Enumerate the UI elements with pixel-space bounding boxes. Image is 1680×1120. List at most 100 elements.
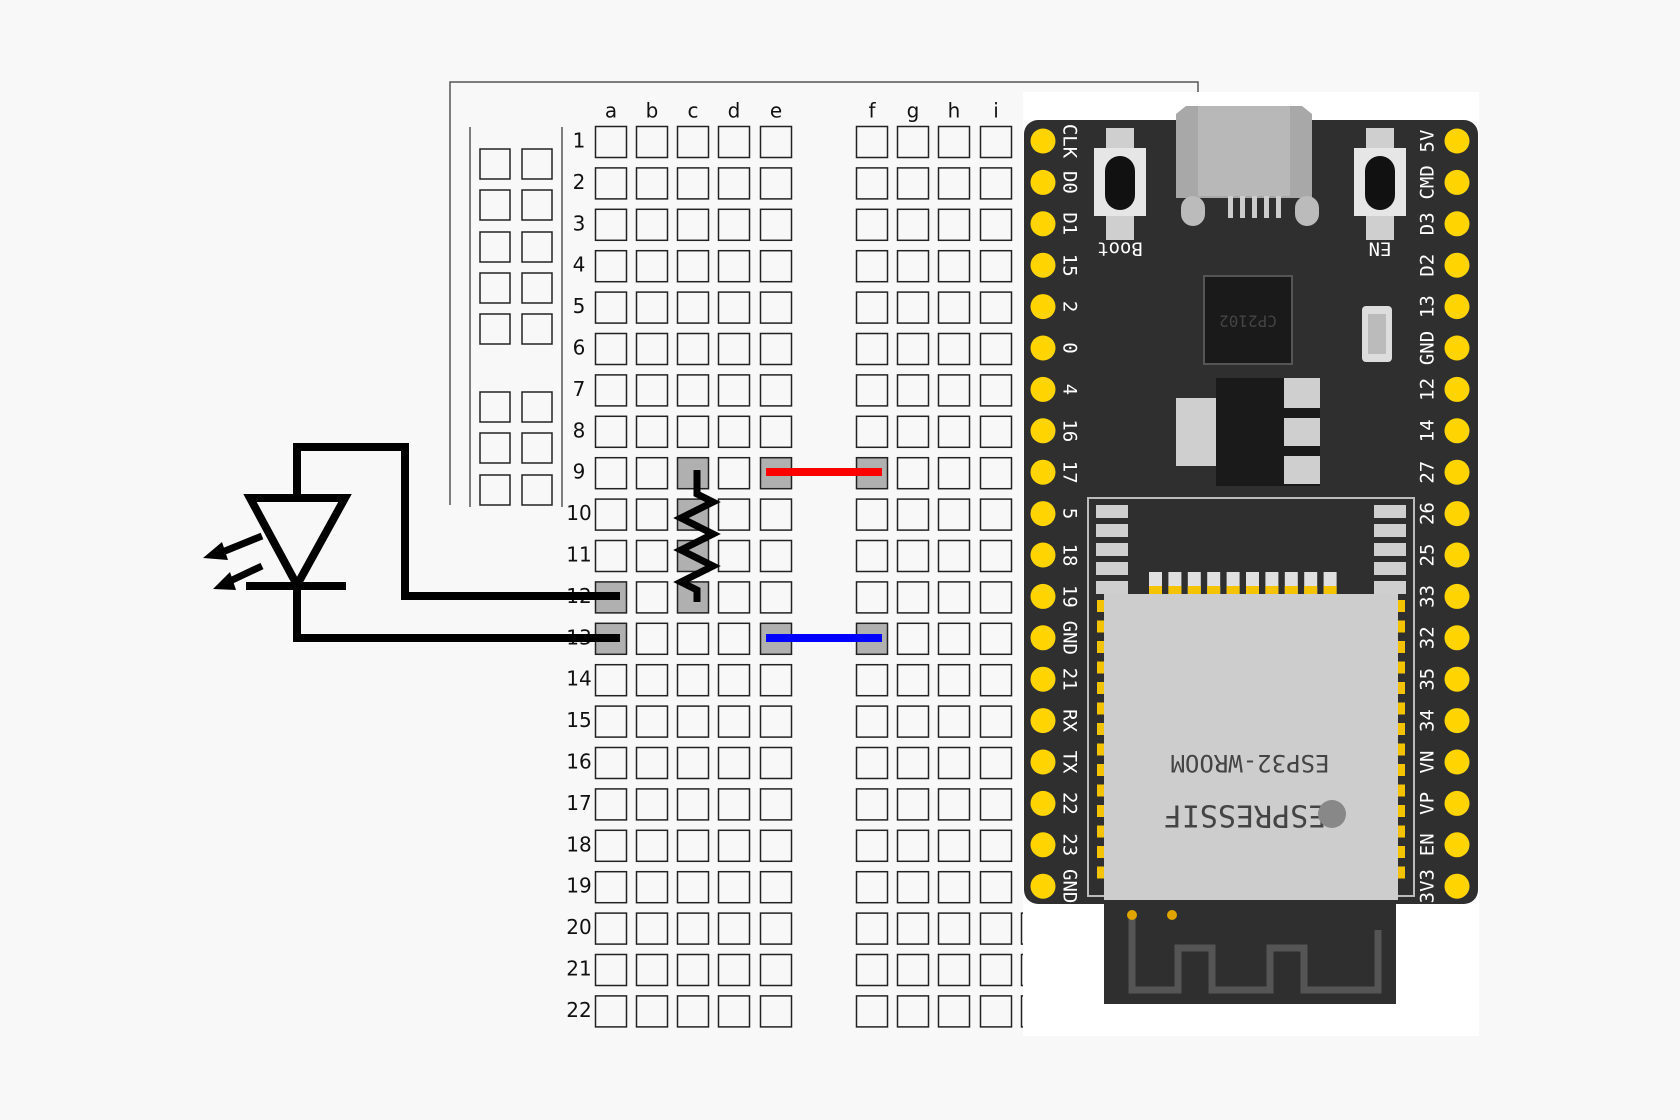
module-pad-top bbox=[1374, 505, 1406, 518]
pin-right-34 bbox=[1444, 708, 1470, 734]
pin-label-left: 18 bbox=[1059, 544, 1081, 567]
hole-b22 bbox=[635, 995, 669, 1028]
hole-a14 bbox=[594, 663, 628, 697]
hole-e20 bbox=[759, 912, 793, 945]
pin-right-33 bbox=[1444, 583, 1470, 609]
module-pad-side bbox=[1097, 702, 1106, 715]
rail-hole bbox=[521, 272, 553, 304]
hole-g6 bbox=[896, 332, 930, 366]
power-led-icon bbox=[1362, 306, 1392, 362]
hole-g20 bbox=[896, 912, 930, 945]
espressif-logo-icon bbox=[1318, 800, 1346, 828]
hole-i14 bbox=[979, 663, 1013, 697]
pin-right-12 bbox=[1444, 376, 1470, 402]
hole-f16 bbox=[855, 746, 889, 780]
pin-label-left: 22 bbox=[1059, 792, 1081, 815]
hole-d11 bbox=[717, 539, 751, 573]
hole-c2 bbox=[676, 167, 710, 200]
hole-c8 bbox=[676, 415, 710, 449]
rail-hole bbox=[521, 391, 553, 423]
pin-right-cmd bbox=[1444, 169, 1470, 195]
hole-a22 bbox=[594, 995, 628, 1028]
module-pad-side bbox=[1396, 702, 1405, 715]
hole-f17 bbox=[855, 788, 889, 821]
pin-label-right: 34 bbox=[1417, 709, 1439, 732]
hole-c6 bbox=[676, 332, 710, 366]
hole-d19 bbox=[717, 870, 751, 904]
hole-c1 bbox=[676, 125, 710, 159]
row-label-1: 1 bbox=[573, 129, 586, 153]
esp32-pin-headers: CLKD0D115204161751819GND21RXTX2223GND5VC… bbox=[1030, 124, 1470, 903]
pin-label-right: 32 bbox=[1417, 626, 1439, 649]
hole-d9 bbox=[717, 456, 751, 490]
pin-label-left: 16 bbox=[1059, 419, 1081, 442]
hole-g16 bbox=[896, 746, 930, 780]
column-label-a: a bbox=[605, 99, 617, 123]
hole-d18 bbox=[717, 829, 751, 863]
pin-label-right: 12 bbox=[1417, 378, 1439, 401]
hole-b17 bbox=[635, 788, 669, 821]
hole-e17 bbox=[759, 788, 793, 821]
hole-g15 bbox=[896, 705, 930, 738]
pin-right-26 bbox=[1444, 501, 1470, 527]
pin-label-left: RX bbox=[1059, 709, 1081, 732]
hole-h1 bbox=[937, 125, 971, 159]
antenna-trace-icon bbox=[1128, 912, 1382, 994]
hole-g5 bbox=[896, 291, 930, 324]
hole-e3 bbox=[759, 208, 793, 242]
resistor bbox=[673, 470, 721, 602]
pin-label-right: 35 bbox=[1417, 668, 1439, 691]
antenna-pad-2 bbox=[1167, 910, 1177, 920]
module-pad-top bbox=[1096, 543, 1128, 556]
module-pad-gold bbox=[1226, 586, 1240, 594]
pin-left-d0 bbox=[1030, 169, 1056, 195]
breadboard-outline bbox=[449, 81, 1199, 505]
pin-left-d1 bbox=[1030, 211, 1056, 237]
hole-d3 bbox=[717, 208, 751, 242]
hole-h17 bbox=[937, 788, 971, 821]
hole-d14 bbox=[717, 663, 751, 697]
pin-label-left: CLK bbox=[1059, 124, 1081, 159]
hole-i19 bbox=[979, 870, 1013, 904]
pin-label-left: 2 bbox=[1059, 301, 1081, 312]
usb-chip-label: CP2102 bbox=[1219, 312, 1277, 331]
module-pad-side bbox=[1097, 641, 1106, 653]
rail-hole bbox=[521, 189, 553, 221]
hole-e7 bbox=[759, 374, 793, 407]
hole-g18 bbox=[896, 829, 930, 863]
pin-label-right: 27 bbox=[1417, 461, 1439, 484]
hole-a5 bbox=[594, 291, 628, 324]
module-pad-top bbox=[1096, 562, 1128, 575]
module-pad-side bbox=[1396, 682, 1405, 694]
hole-b14 bbox=[635, 663, 669, 697]
row-label-6: 6 bbox=[573, 336, 586, 360]
row-label-11: 11 bbox=[566, 543, 591, 567]
en-button-icon bbox=[1354, 128, 1406, 240]
hole-f2 bbox=[855, 167, 889, 200]
hole-e16 bbox=[759, 746, 793, 780]
hole-c7 bbox=[676, 374, 710, 407]
hole-i7 bbox=[979, 374, 1013, 407]
pin-right-d2 bbox=[1444, 252, 1470, 278]
breadboard-holes bbox=[594, 125, 1054, 1028]
column-label-h: h bbox=[948, 99, 961, 123]
hole-h14 bbox=[937, 663, 971, 697]
hole-f6 bbox=[855, 332, 889, 366]
module-pad-side bbox=[1097, 805, 1106, 817]
hole-b1 bbox=[635, 125, 669, 159]
module-pad-side bbox=[1396, 620, 1405, 633]
hole-f7 bbox=[855, 374, 889, 407]
hole-a21 bbox=[594, 953, 628, 987]
row-label-10: 10 bbox=[566, 501, 591, 525]
hole-e15 bbox=[759, 705, 793, 738]
hole-e21 bbox=[759, 953, 793, 987]
module-pad-side bbox=[1097, 682, 1106, 694]
row-label-8: 8 bbox=[573, 418, 586, 442]
row-label-16: 16 bbox=[566, 750, 591, 774]
hole-c20 bbox=[676, 912, 710, 945]
hole-b12 bbox=[635, 581, 669, 614]
hole-f8 bbox=[855, 415, 889, 449]
rail-hole bbox=[479, 313, 511, 345]
hole-e11 bbox=[759, 539, 793, 573]
pin-label-right: D3 bbox=[1417, 212, 1439, 235]
